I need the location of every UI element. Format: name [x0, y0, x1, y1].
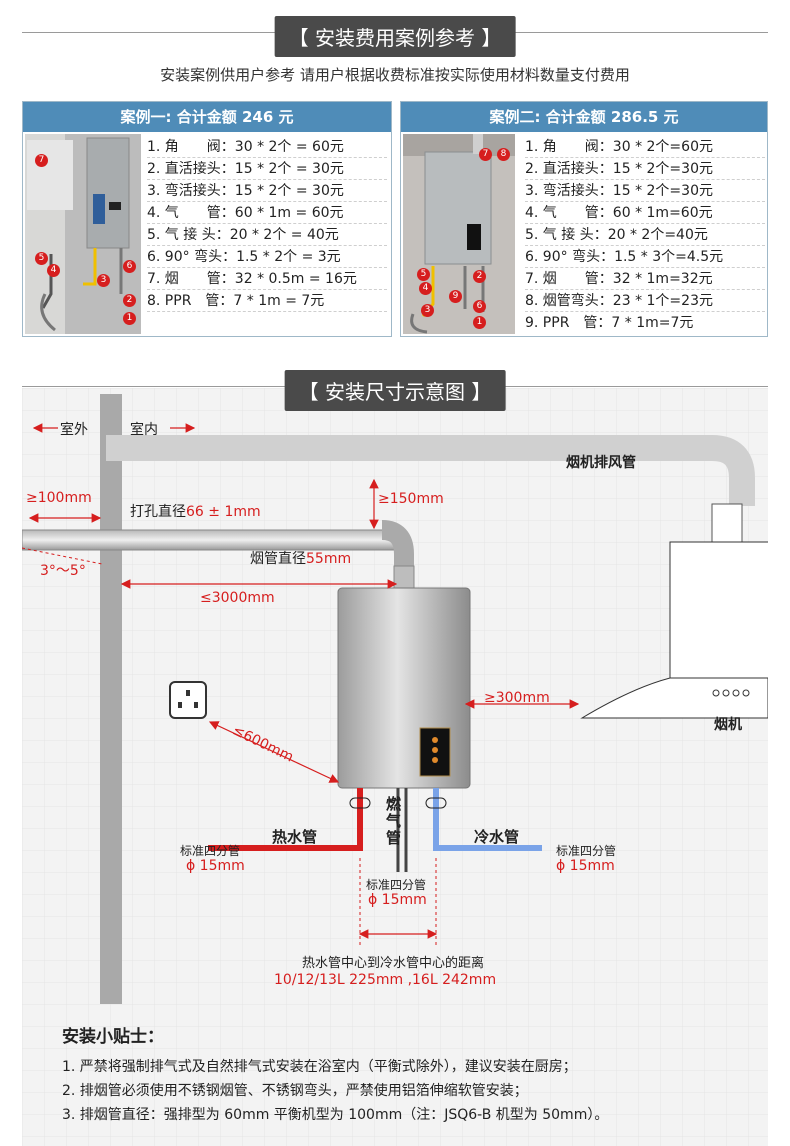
- installation-diagram: [22, 388, 768, 1146]
- case2-item: 3. 弯活接头：15 * 2个=30元: [525, 180, 765, 202]
- badge-3: 3: [421, 304, 434, 317]
- label-cold-phi: ϕ 15mm: [556, 858, 615, 874]
- pipe-clip: [425, 797, 447, 809]
- label-gas-phi: ϕ 15mm: [368, 892, 427, 908]
- badge-7: 7: [479, 148, 492, 161]
- label-dim-100: ≥100mm: [26, 490, 92, 506]
- badge-3: 3: [97, 274, 110, 287]
- label-hole-value: 66 ± 1mm: [186, 504, 261, 520]
- case-header-2: 案例二: 合计金额 286.5 元: [401, 102, 767, 132]
- subtitle: 安装案例供用户参考 请用户根据收费标准按实际使用材料数量支付费用: [160, 66, 630, 84]
- label-pipe-distance: 热水管中心到冷水管中心的距离: [302, 956, 485, 971]
- label-pipe-distance-value: 10/12/13L 225mm ,16L 242mm: [274, 972, 497, 988]
- label-range-hood: 烟机: [714, 717, 742, 733]
- label-gas-pipe: 燃气管: [386, 795, 402, 847]
- label-flue-text: 烟管直径: [250, 551, 306, 567]
- flue-elbow: [381, 520, 414, 588]
- badge-4: 4: [47, 264, 60, 277]
- case-header-1: 案例一: 合计金额 246 元: [23, 102, 391, 132]
- case2-item: 9. PPR 管：7 * 1m=7元: [525, 315, 694, 331]
- case1-item: 3. 弯活接头：15 * 2个 = 30元: [147, 180, 387, 202]
- label-dim-150: ≥150mm: [378, 491, 444, 507]
- case2-item: 8. 烟管弯头：23 * 1个=23元: [525, 290, 765, 312]
- socket-pin: [178, 702, 182, 708]
- case2-item: 2. 直活接头：15 * 2个=30元: [525, 158, 765, 180]
- socket-pin: [186, 690, 190, 696]
- slope-guide: [22, 547, 103, 565]
- badge-4: 4: [419, 282, 432, 295]
- badge-5: 5: [417, 268, 430, 281]
- badge-7: 7: [35, 154, 48, 167]
- heater-indicator: [432, 757, 438, 763]
- heater-indicator: [432, 747, 438, 753]
- tips-title: 安装小贴士：: [62, 1027, 164, 1047]
- case1-item: 7. 烟 管：32 * 0.5m = 16元: [147, 268, 387, 290]
- case-photo-2: [403, 134, 515, 334]
- badge-6: 6: [473, 300, 486, 313]
- badge-2: 2: [473, 270, 486, 283]
- flue-pipe: [22, 529, 403, 551]
- case1-item: 5. 气 接 头：20 * 2个 = 40元: [147, 224, 387, 246]
- label-outdoor: 室外: [60, 422, 88, 438]
- pipe-clip: [349, 797, 371, 809]
- badge-8: 8: [497, 148, 510, 161]
- power-socket: [169, 681, 207, 719]
- case2-item: 1. 角 阀：30 * 2个=60元: [525, 136, 765, 158]
- badge-9: 9: [449, 290, 462, 303]
- hood-button: [722, 689, 730, 697]
- duct-connector: [711, 503, 743, 545]
- label-hot-pipe: 热水管: [272, 828, 318, 846]
- label-dim-3000: ≤3000mm: [200, 590, 275, 606]
- badge-2: 2: [123, 294, 136, 307]
- range-hood-body: [669, 541, 768, 693]
- socket-pin: [194, 702, 198, 708]
- dim-line-600: [208, 721, 340, 783]
- badge-1: 1: [123, 312, 136, 325]
- case-card-2: 案例二: 合计金额 286.5 元 7 8 5 2 4 9 3 6 1 1. 角…: [400, 101, 768, 337]
- hood-button: [742, 689, 750, 697]
- label-angle: 3°～5°: [40, 563, 86, 579]
- badge-6: 6: [123, 260, 136, 273]
- label-hole: 打孔直径66 ± 1mm: [130, 501, 261, 521]
- case2-item: 6. 90° 弯头：1.5 * 3个=4.5元: [525, 246, 765, 268]
- hood-button: [732, 689, 740, 697]
- installation-tips: 安装小贴士： 1. 严禁将强制排气式及自然排气式安装在浴室内（平衡式除外），建议…: [62, 1022, 762, 1127]
- tip-item: 3. 排烟管直径：强排型为 60mm 平衡机型为 100mm（注：JSQ6-B …: [62, 1107, 609, 1123]
- wall: [100, 394, 122, 1004]
- section-title-dimensions: 【 安装尺寸示意图 】: [284, 370, 506, 411]
- heater-indicator: [432, 737, 438, 743]
- label-hole-text: 打孔直径: [130, 504, 186, 520]
- range-hood-duct: [106, 435, 755, 506]
- hood-button: [712, 689, 720, 697]
- case2-item: 7. 烟 管：32 * 1m=32元: [525, 268, 765, 290]
- label-flue: 烟管直径55mm: [250, 548, 351, 568]
- label-cold-std-pipe: 标准四分管: [556, 844, 617, 858]
- case1-item: 6. 90° 弯头：1.5 * 2个 = 3元: [147, 246, 387, 268]
- badge-5: 5: [35, 252, 48, 265]
- case2-item: 4. 气 管：60 * 1m=60元: [525, 202, 765, 224]
- label-dim-300: ≥300mm: [484, 690, 550, 706]
- label-hot-std-pipe: 标准四分管: [180, 844, 241, 858]
- range-hood-canopy: [580, 677, 768, 719]
- label-indoor: 室内: [130, 422, 158, 438]
- label-cold-pipe: 冷水管: [474, 828, 520, 846]
- case1-item: 2. 直活接头：15 * 2个 = 30元: [147, 158, 387, 180]
- case1-item: 1. 角 阀：30 * 2个 = 60元: [147, 136, 387, 158]
- case-card-1: 案例一: 合计金额 246 元 7 5 4 3 6 2 1 1. 角 阀：30 …: [22, 101, 392, 337]
- badge-1: 1: [473, 316, 486, 329]
- case1-item: 8. PPR 管：7 * 1m = 7元: [147, 290, 387, 312]
- label-hot-phi: ϕ 15mm: [186, 858, 245, 874]
- case1-item: 4. 气 管：60 * 1m = 60元: [147, 202, 387, 224]
- flue-collar: [393, 565, 415, 589]
- tip-item: 2. 排烟管必须使用不锈钢烟管、不锈钢弯头，严禁使用铝箔伸缩软管安装；: [62, 1083, 528, 1099]
- case2-item: 5. 气 接 头：20 * 2个=40元: [525, 224, 765, 246]
- label-flue-value: 55mm: [306, 551, 352, 567]
- tip-item: 1. 严禁将强制排气式及自然排气式安装在浴室内（平衡式除外），建议安装在厨房；: [62, 1059, 577, 1075]
- label-gas-std-pipe: 标准四分管: [366, 878, 427, 892]
- section-title-cost: 【 安装费用案例参考 】: [274, 16, 516, 57]
- label-exhaust-duct: 烟机排风管: [566, 455, 636, 471]
- diagram-graphics: [22, 388, 768, 1146]
- case-photo-1: [25, 134, 141, 334]
